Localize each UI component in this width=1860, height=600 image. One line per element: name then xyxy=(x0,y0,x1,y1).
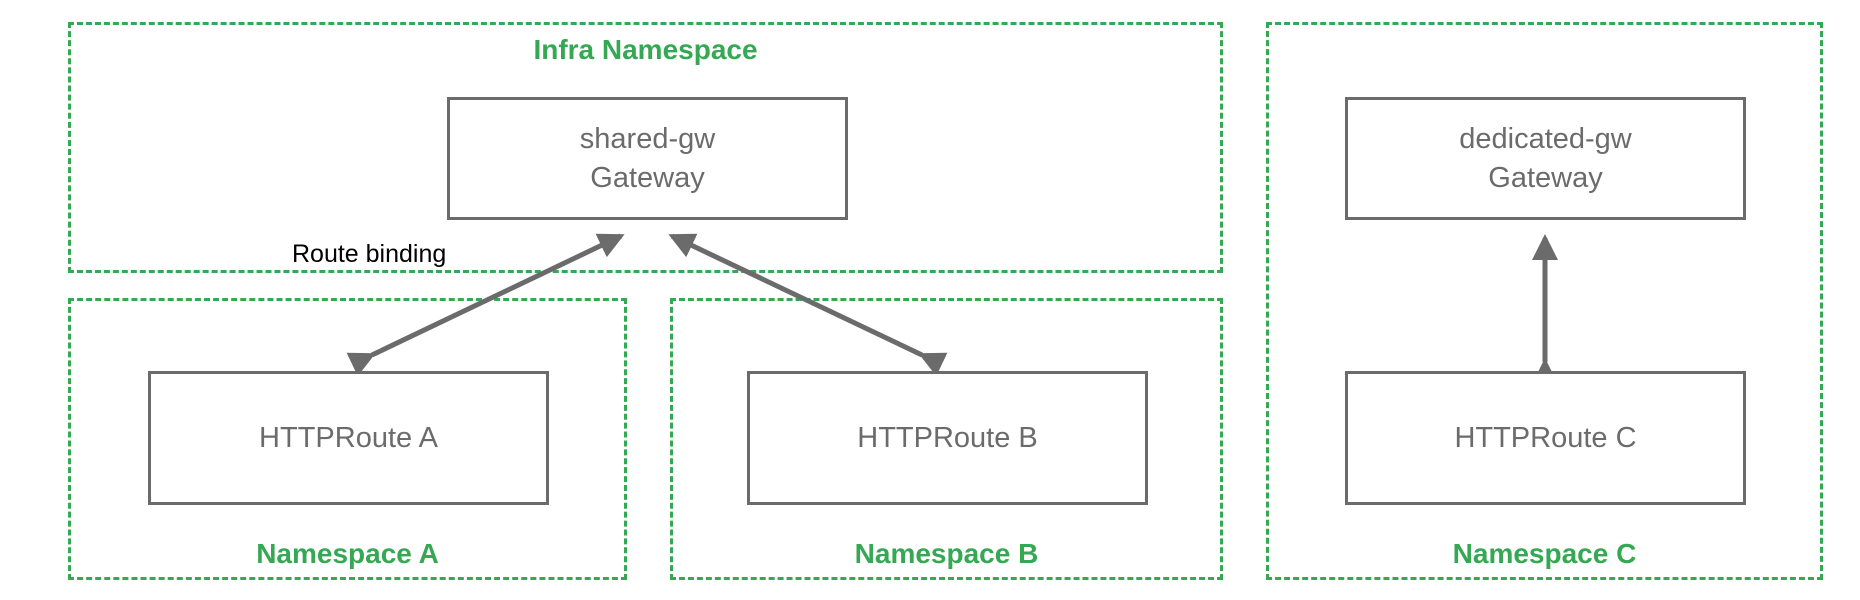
node-httproute-c[interactable]: HTTPRoute C xyxy=(1345,371,1746,505)
namespace-label-a: Namespace A xyxy=(256,538,439,569)
node-httproute-a[interactable]: HTTPRoute A xyxy=(148,371,549,505)
edge-label-route-binding: Route binding xyxy=(292,240,447,268)
namespace-label-c: Namespace C xyxy=(1452,538,1637,569)
node-httproute-a-label: HTTPRoute A xyxy=(259,421,438,454)
namespace-box-c xyxy=(1266,22,1823,580)
node-shared-gw-gateway-label: shared-gw Gateway xyxy=(579,123,716,194)
namespace-label-b: Namespace B xyxy=(854,538,1039,569)
node-httproute-c-label: HTTPRoute C xyxy=(1454,421,1637,454)
node-httproute-b[interactable]: HTTPRoute B xyxy=(747,371,1148,505)
namespace-box-infra xyxy=(68,22,1223,273)
node-dedicated-gw-gateway-label: dedicated-gw Gateway xyxy=(1459,123,1632,194)
node-dedicated-gw-gateway[interactable]: dedicated-gw Gateway xyxy=(1345,97,1746,220)
node-httproute-b-label: HTTPRoute B xyxy=(857,421,1038,454)
namespace-label-infra: Infra Namespace xyxy=(533,34,758,65)
node-shared-gw-gateway[interactable]: shared-gw Gateway xyxy=(447,97,848,220)
